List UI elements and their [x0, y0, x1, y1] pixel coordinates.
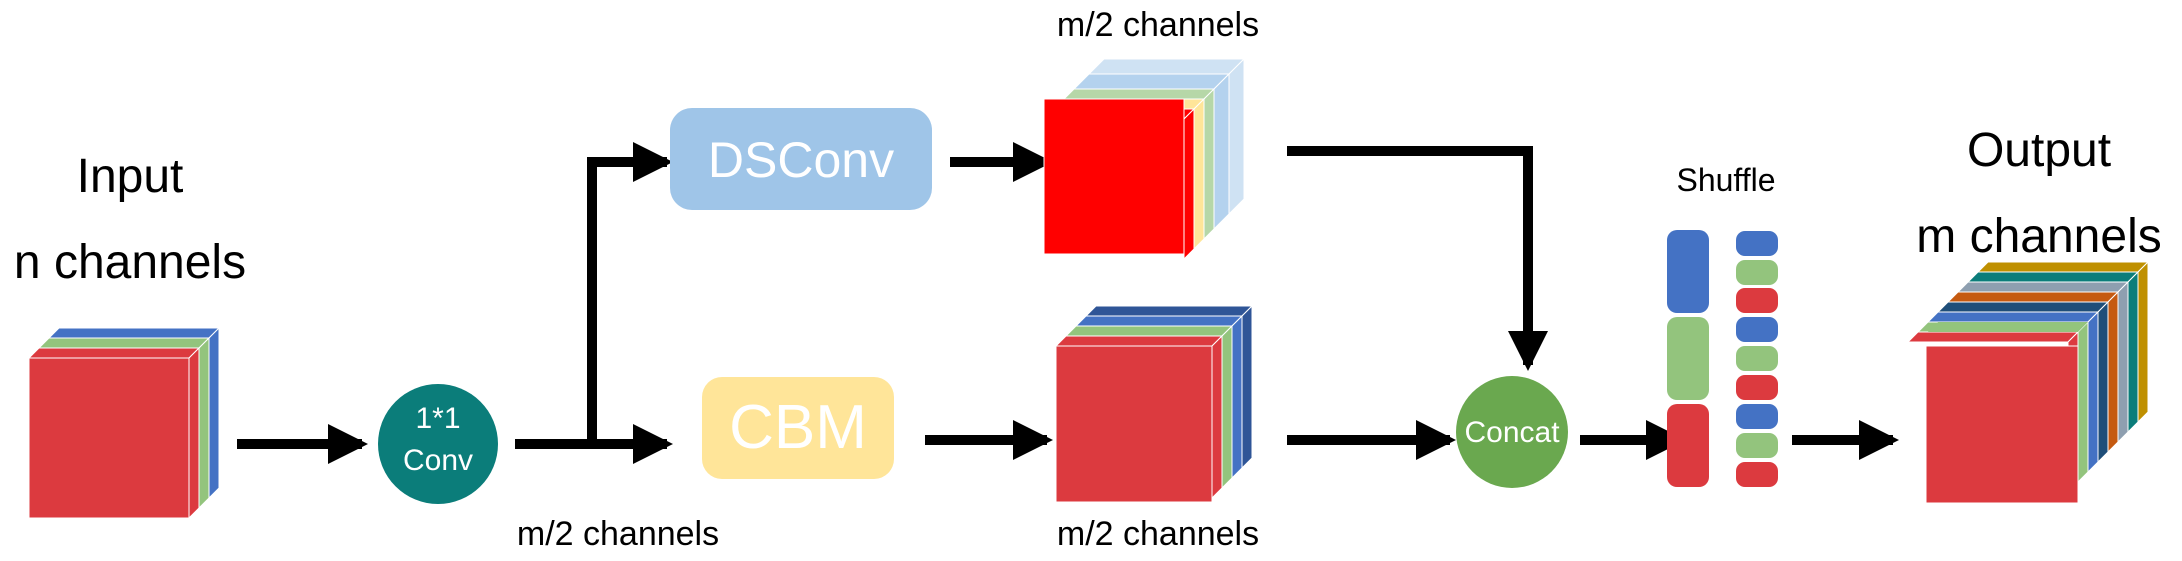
conv-label-line1: 1*1	[415, 402, 460, 435]
cbm-label: CBM	[729, 393, 867, 462]
arrow-conv-to-dsconv	[587, 142, 673, 444]
output-channels-label: m channels	[1916, 210, 2161, 263]
dsconv-node: DSConv	[670, 108, 932, 210]
output-cube	[1906, 260, 2150, 504]
shuffle-left-column	[1667, 230, 1709, 487]
shuffle-right-column	[1736, 231, 1778, 487]
arrow-topcube-to-concat	[1287, 146, 1548, 371]
dsconv-label: DSConv	[708, 132, 894, 188]
bottom-cube	[1054, 304, 1254, 503]
concat-label: Concat	[1464, 416, 1560, 449]
concat-node: Concat	[1456, 376, 1568, 488]
cbm-node: CBM	[702, 377, 894, 479]
top-cube-channels-label: m/2 channels	[1057, 6, 1259, 44]
input-label: Input	[77, 150, 184, 203]
arrows	[237, 142, 1899, 464]
shuffle-label: Shuffle	[1676, 162, 1775, 198]
conv-output-channels-label: m/2 channels	[517, 515, 719, 553]
output-label: Output	[1967, 124, 2111, 177]
bottom-cube-channels-label: m/2 channels	[1057, 515, 1259, 553]
top-cube	[1042, 57, 1246, 261]
conv-label-line2: Conv	[403, 444, 473, 477]
input-channels-label: n channels	[14, 236, 246, 289]
conv1x1-node: 1*1 Conv	[378, 384, 498, 504]
input-cube	[27, 326, 221, 520]
